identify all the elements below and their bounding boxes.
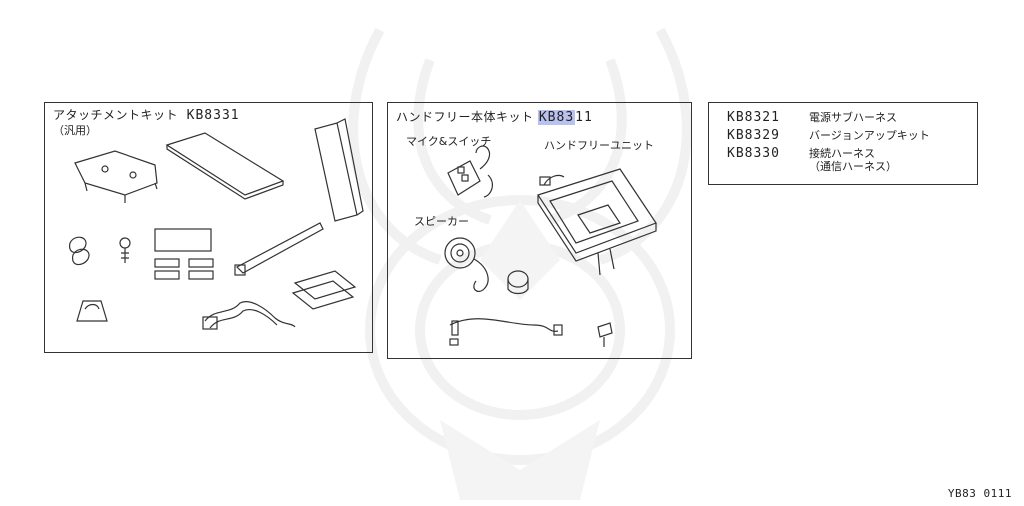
part-description: 接続ハーネス （通信ハーネス）: [809, 147, 897, 173]
mic-switch-label: マイク&スイッチ: [406, 135, 492, 148]
attachment-kit-title: アタッチメントキット KB8331: [53, 108, 240, 123]
part-code: KB8321: [727, 110, 780, 125]
crest-watermark: [348, 27, 692, 500]
handsfree-kit-title: ハンドフリー本体キット KB8311: [396, 110, 593, 125]
attachment-kit-subtitle: （汎用）: [53, 124, 97, 137]
parts-code-list: KB8321 電源サブハーネス KB8329 バージョンアップキット KB833…: [708, 102, 978, 185]
attachment-kit-parts-illustration: [68, 118, 364, 330]
part-description: バージョンアップキット: [809, 129, 930, 142]
speaker-label: スピーカー: [414, 215, 469, 228]
list-item: KB8321 電源サブハーネス: [727, 110, 897, 125]
handsfree-kit-panel: ハンドフリー本体キット KB8311 マイク&スイッチ ハンドフリーユニット ス…: [387, 102, 692, 359]
part-description: 電源サブハーネス: [809, 111, 897, 124]
list-item: KB8329 バージョンアップキット: [727, 128, 930, 143]
handsfree-kit-parts-illustration: [444, 145, 657, 347]
diagram-id: YB83 0111: [947, 487, 1012, 500]
part-code: KB8329: [727, 128, 780, 143]
attachment-kit-panel: アタッチメントキット KB8331 （汎用）: [44, 102, 373, 353]
list-item: KB8330 接続ハーネス （通信ハーネス）: [727, 146, 897, 173]
part-code: KB8330: [727, 146, 780, 161]
handsfree-unit-label: ハンドフリーユニット: [544, 139, 654, 152]
selected-code-highlight[interactable]: KB83: [537, 110, 576, 125]
